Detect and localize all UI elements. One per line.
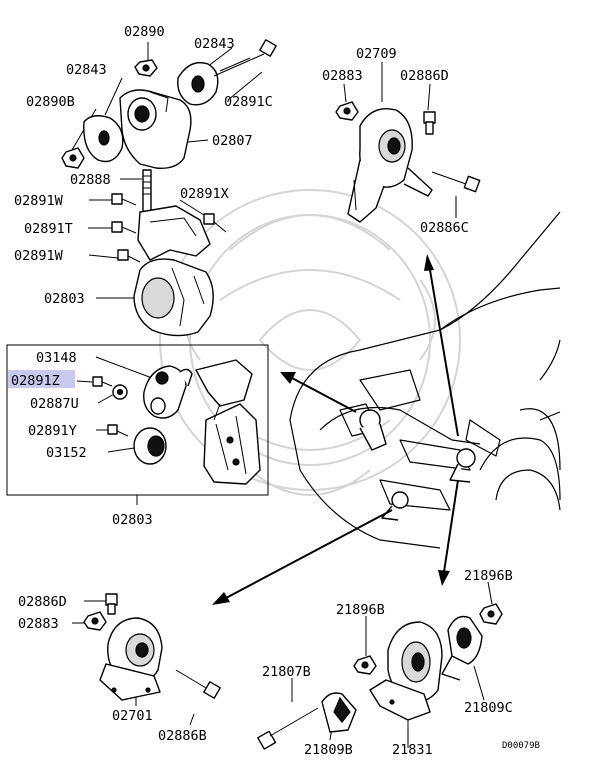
car-mount-left bbox=[359, 409, 387, 451]
bolt-02886d-bottom bbox=[105, 593, 118, 615]
label-02891w-bottom: 02891W bbox=[14, 248, 64, 264]
stopper-02843-left bbox=[83, 115, 124, 163]
top-right-labels: 02709 02883 02886D 02886C bbox=[322, 46, 469, 236]
detail-box bbox=[6, 344, 269, 505]
bolt-02891w-top bbox=[111, 193, 137, 206]
bottom-right-labels: 21896B 21896B 21807B 21809C 21809B 21831 bbox=[262, 568, 513, 758]
bracket-21809b bbox=[321, 692, 357, 733]
callout-arrows bbox=[212, 254, 459, 605]
label-02883-top: 02883 bbox=[322, 68, 363, 84]
mount-21831 bbox=[369, 621, 443, 721]
bolt-02886c bbox=[431, 171, 481, 193]
label-02883-bottom: 02883 bbox=[18, 616, 59, 632]
nut-21896b-right bbox=[479, 603, 503, 625]
top-left-labels: 02890 02843 02843 02890B 02891C 02807 02… bbox=[14, 24, 273, 307]
bottom-right-mount-assembly bbox=[257, 581, 503, 750]
label-02891c: 02891C bbox=[224, 94, 273, 110]
washer-02887u bbox=[112, 384, 128, 400]
bolt-02891x bbox=[203, 213, 227, 233]
label-02886d-top: 02886D bbox=[400, 68, 449, 84]
label-21896b-right: 21896B bbox=[464, 568, 513, 584]
label-02888: 02888 bbox=[70, 172, 111, 188]
label-02807: 02807 bbox=[212, 133, 253, 149]
label-02891w-top: 02891W bbox=[14, 193, 64, 209]
label-21809c: 21809C bbox=[464, 700, 513, 716]
label-02891y: 02891Y bbox=[28, 423, 77, 439]
bottom-left-mount-assembly bbox=[72, 593, 221, 726]
arrow-to-top-right bbox=[424, 254, 459, 437]
car-mount-front bbox=[381, 491, 409, 521]
label-02709: 02709 bbox=[356, 46, 397, 62]
car-mount-right bbox=[449, 448, 476, 483]
arrow-to-bottom-left bbox=[212, 509, 393, 605]
bolt-02891w-bottom bbox=[117, 249, 141, 263]
bolt-02891c bbox=[213, 39, 277, 77]
top-right-mount-assembly bbox=[335, 62, 481, 223]
nut-02890 bbox=[134, 59, 158, 77]
bolt-02891z bbox=[92, 376, 113, 387]
bolt-02886b bbox=[175, 669, 221, 699]
diagram-code: D00079B bbox=[502, 741, 540, 751]
stud-02888 bbox=[142, 169, 152, 213]
bracket-21809c bbox=[441, 615, 483, 681]
label-02701: 02701 bbox=[112, 708, 153, 724]
link-03148 bbox=[143, 365, 193, 419]
label-02886c: 02886C bbox=[420, 220, 469, 236]
vehicle-front-outline bbox=[289, 211, 561, 549]
detail-box-labels: 03148 02891Z 02887U 02891Y 03152 02803 bbox=[11, 350, 153, 528]
bracket-02803-top bbox=[133, 205, 214, 337]
label-02803-top: 02803 bbox=[44, 291, 85, 307]
mount-02709 bbox=[347, 108, 433, 223]
bolt-02891y bbox=[107, 424, 129, 437]
nut-02890b bbox=[61, 147, 85, 169]
label-02891t: 02891T bbox=[24, 221, 73, 237]
nut-02883-top bbox=[335, 101, 359, 121]
bolt-02886d-top bbox=[423, 111, 436, 135]
arrow-to-detail-box bbox=[280, 372, 357, 413]
label-03152: 03152 bbox=[46, 445, 87, 461]
label-02843-left: 02843 bbox=[66, 62, 107, 78]
bottom-left-labels: 02886D 02883 02701 02886B bbox=[18, 594, 207, 744]
label-21896b-left: 21896B bbox=[336, 602, 385, 618]
stopper-02843-right bbox=[177, 61, 219, 106]
bracket-02803-detail bbox=[195, 359, 261, 485]
label-02886b: 02886B bbox=[158, 728, 207, 744]
mount-body-02807 bbox=[119, 89, 192, 169]
nut-02883-bottom bbox=[83, 611, 107, 631]
bushing-03152 bbox=[133, 427, 167, 465]
label-21807b: 21807B bbox=[262, 664, 311, 680]
label-02891z: 02891Z bbox=[11, 373, 60, 389]
top-left-mount-assembly bbox=[61, 39, 277, 337]
label-21831: 21831 bbox=[392, 742, 433, 758]
label-02890: 02890 bbox=[124, 24, 165, 40]
label-02803-below: 02803 bbox=[112, 512, 153, 528]
label-02887u: 02887U bbox=[30, 396, 79, 412]
label-02886d-bottom: 02886D bbox=[18, 594, 67, 610]
label-21809b: 21809B bbox=[304, 742, 353, 758]
label-02843-right: 02843 bbox=[194, 36, 235, 52]
label-02890b: 02890B bbox=[26, 94, 75, 110]
bolt-02891t bbox=[111, 221, 137, 234]
nut-21896b-left bbox=[353, 655, 377, 675]
label-02891x: 02891X bbox=[180, 186, 229, 202]
bolt-21807b bbox=[257, 707, 319, 750]
arrow-to-bottom-right bbox=[438, 479, 459, 586]
mount-02701 bbox=[99, 617, 163, 701]
label-03148: 03148 bbox=[36, 350, 77, 366]
highlight-02891z bbox=[8, 370, 75, 388]
